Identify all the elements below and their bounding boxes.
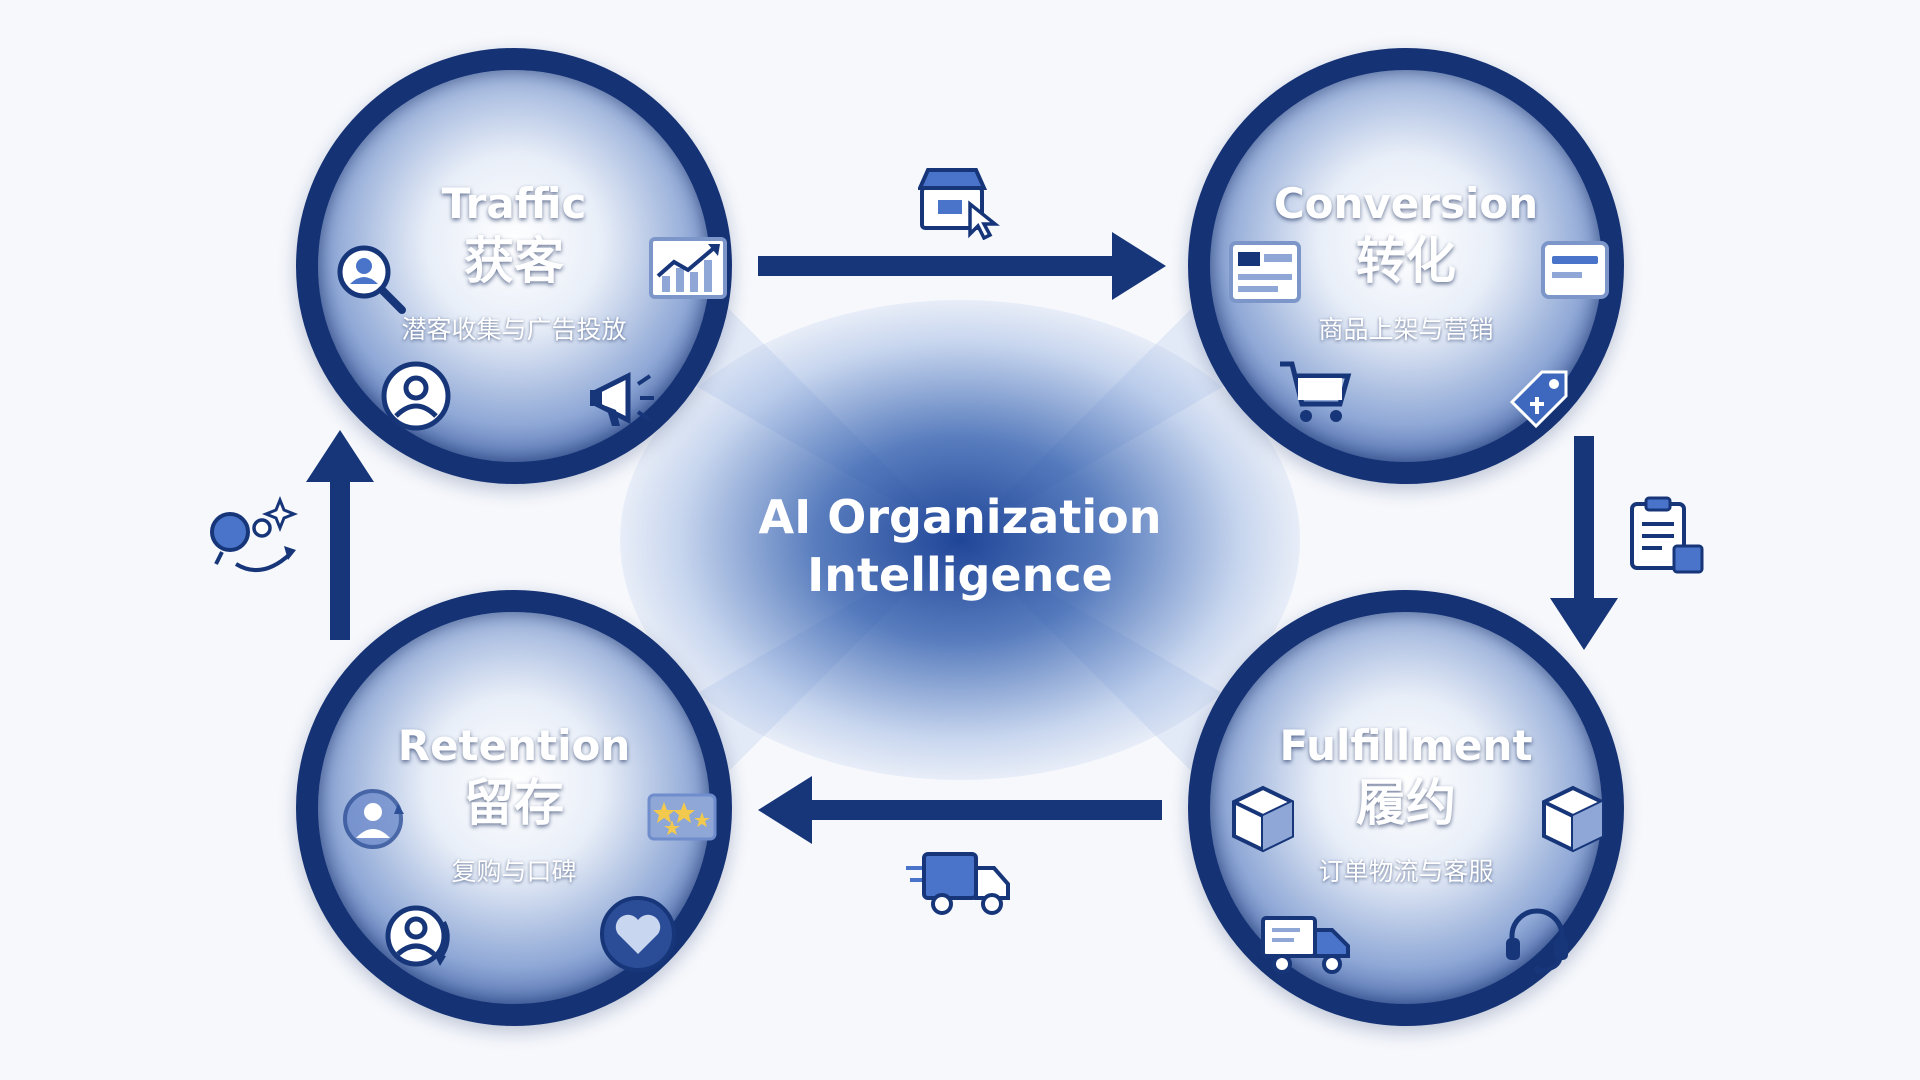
- star-rating-icon: [646, 792, 718, 842]
- conversion-subtitle: 商品上架与营销: [1318, 315, 1494, 344]
- product-listing-icon: [1228, 240, 1302, 306]
- growth-chart-icon: [648, 236, 728, 302]
- product-card-icon: [1540, 240, 1610, 300]
- search-user-icon: [332, 240, 410, 318]
- conversion-title-en: Conversion: [1273, 179, 1539, 228]
- retention-subtitle: 复购与口碑: [451, 857, 577, 886]
- fulfillment-title-zh: 履约: [1356, 774, 1456, 832]
- center-label: AI Organization Intelligence: [660, 488, 1260, 604]
- package-box-icon: [1538, 784, 1608, 854]
- center-line-2: Intelligence: [807, 548, 1113, 602]
- node-retention[interactable]: Retention 留存 复购与口碑: [296, 590, 732, 1026]
- megaphone-icon: [588, 364, 660, 436]
- repeat-customer-icon: [378, 898, 454, 974]
- shopping-cart-icon: [1276, 356, 1352, 428]
- traffic-title-en: Traffic: [441, 179, 587, 228]
- heart-icon: [598, 894, 678, 974]
- center-line-1: AI Organization: [758, 490, 1162, 544]
- customer-loop-icon: [206, 492, 302, 582]
- price-tag-icon: [1504, 364, 1574, 434]
- package-box-icon: [1228, 784, 1298, 854]
- fulfillment-subtitle: 订单物流与客服: [1318, 857, 1494, 886]
- returning-user-icon: [338, 784, 408, 854]
- node-traffic[interactable]: Traffic 获客 潜客收集与广告投放: [296, 48, 732, 484]
- order-clipboard-icon: [1626, 496, 1708, 578]
- node-fulfillment[interactable]: Fulfillment 履约 订单物流与客服: [1188, 590, 1624, 1026]
- delivery-truck-icon: [1260, 912, 1354, 976]
- traffic-title-zh: 获客: [464, 232, 564, 290]
- retention-title-en: Retention: [397, 721, 631, 770]
- center-glow: [620, 300, 1300, 780]
- fulfillment-title-en: Fulfillment: [1279, 721, 1533, 770]
- retention-title-zh: 留存: [464, 774, 564, 832]
- storefront-click-icon: [918, 162, 1004, 240]
- delivery-truck-icon: [904, 846, 1014, 920]
- user-profile-icon: [380, 360, 452, 432]
- headset-icon: [1500, 902, 1574, 976]
- traffic-subtitle: 潜客收集与广告投放: [401, 315, 627, 344]
- node-conversion[interactable]: Conversion 转化 商品上架与营销: [1188, 48, 1624, 484]
- conversion-title-zh: 转化: [1356, 232, 1456, 290]
